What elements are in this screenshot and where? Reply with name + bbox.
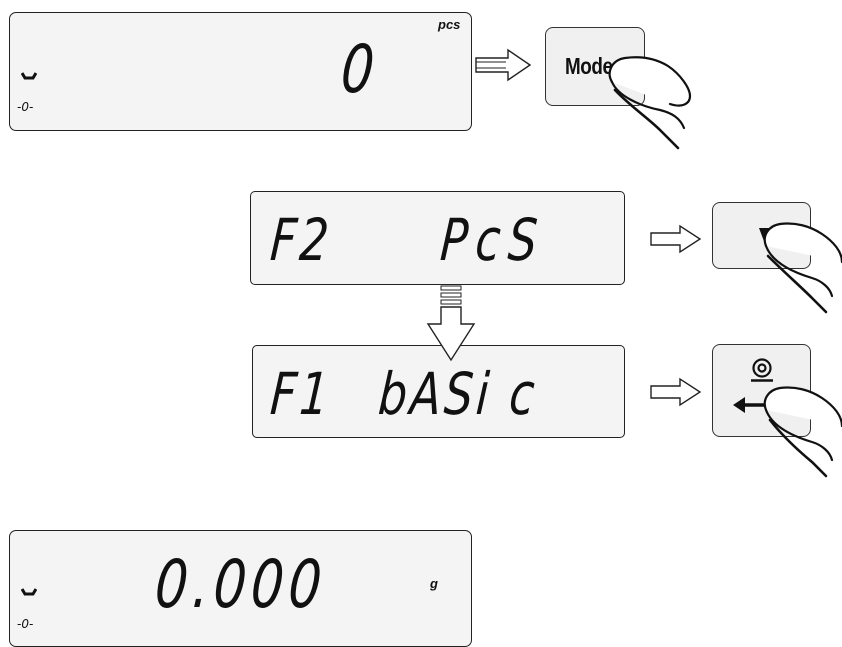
right-arrow-icon [651,226,700,252]
finger-press-icon [610,57,690,148]
finger-press-icon [765,387,842,476]
right-arrow-icon [476,50,530,80]
right-arrow-icon [651,379,700,405]
down-repeat-arrow-icon [428,286,474,360]
finger-press-icon [765,223,842,312]
